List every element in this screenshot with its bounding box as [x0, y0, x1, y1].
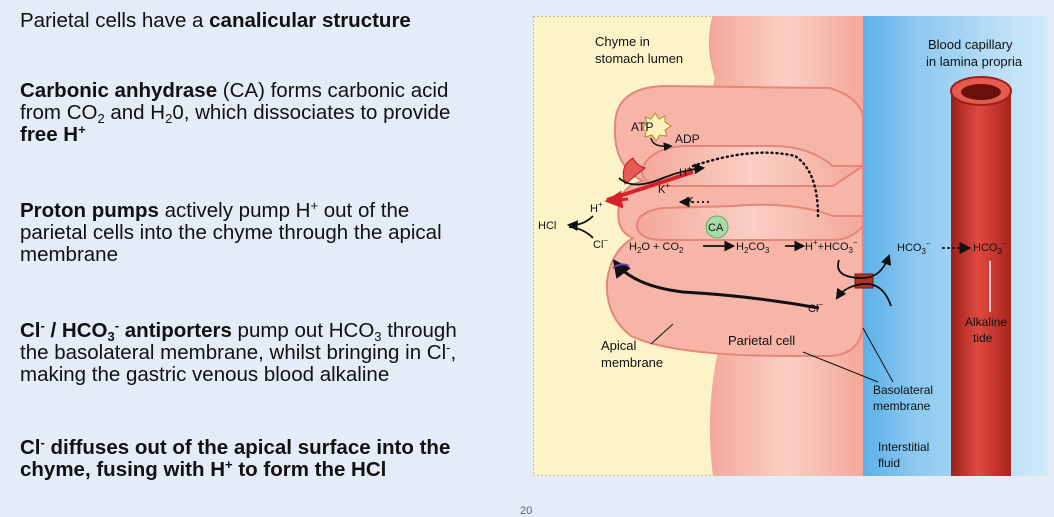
atp-label: ATP — [631, 120, 653, 134]
proton-pump — [604, 157, 694, 209]
alkaline-label-line-1: Alkaline — [965, 315, 1007, 329]
basolateral-label-line-1: Basolateral — [873, 383, 933, 397]
canaliculus-lower — [635, 203, 864, 241]
hco3-label-capillary: HCO3− — [973, 239, 1007, 256]
hcl-label: HCl — [538, 220, 556, 232]
parietal-cell-label: Parietal cell — [728, 333, 795, 348]
apical-label-line-1: Apical — [601, 338, 637, 353]
hco3-label-interstitial: HCO3− — [897, 239, 931, 256]
canaliculus-upper — [640, 145, 867, 187]
h2co3-label: H2CO3 — [736, 241, 770, 255]
h-dotted-route — [691, 151, 820, 218]
alkaline-label-line-2: tide — [973, 331, 993, 345]
cl-transport-path — [612, 259, 820, 310]
bullet-cl-diffuses: Cl- diffuses out of the apical surface i… — [20, 435, 451, 481]
interstitial-label-line-2: fluid — [878, 456, 900, 470]
interstitial-region — [843, 16, 1048, 476]
adp-label: ADP — [675, 132, 700, 146]
chyme-label-line-1: Chyme in — [595, 34, 650, 49]
cl-label-antiporter: Cl− — [808, 300, 823, 315]
bullet-antiporters: Cl- / HCO3- antiporters pump out HCO3 th… — [20, 318, 457, 386]
ca-circle — [705, 215, 729, 239]
bullet-canalicular: Parietal cells have a canalicular struct… — [20, 9, 411, 32]
h-hco3-label: H++HCO3− — [805, 238, 858, 255]
apical-label-line-2: membrane — [601, 355, 663, 370]
atp-starburst: ATP — [631, 112, 672, 142]
interstitial-label-line-1: Interstitial — [878, 440, 929, 454]
blood-label-line-2: in lamina propria — [926, 54, 1023, 69]
cl-channel — [612, 263, 630, 269]
chyme-label-line-2: stomach lumen — [595, 51, 683, 66]
h2o-co2-label: H2O + CO2 — [629, 241, 684, 255]
cl-label-lumen: Cl− — [593, 236, 608, 251]
parietal-cell-diagram: Chyme in stomach lumen Blood capillary i… — [533, 16, 1048, 476]
k-icon: ✕ — [685, 195, 694, 207]
k-label-pump: K+ — [658, 181, 670, 196]
page-number: 20 — [520, 505, 533, 517]
h-label-pump: H+ — [679, 164, 692, 179]
h-label-lumen: H+ — [590, 200, 603, 215]
blood-capillary — [951, 91, 1011, 476]
bullet-proton-pumps: Proton pumps actively pump H+ out of the… — [20, 198, 442, 266]
blood-label-line-1: Blood capillary — [928, 37, 1013, 52]
ca-label: CA — [708, 222, 724, 234]
basolateral-label-line-2: membrane — [873, 399, 931, 413]
bullet-carbonic-anhydrase: Carbonic anhydrase (CA) forms carbonic a… — [20, 79, 451, 146]
